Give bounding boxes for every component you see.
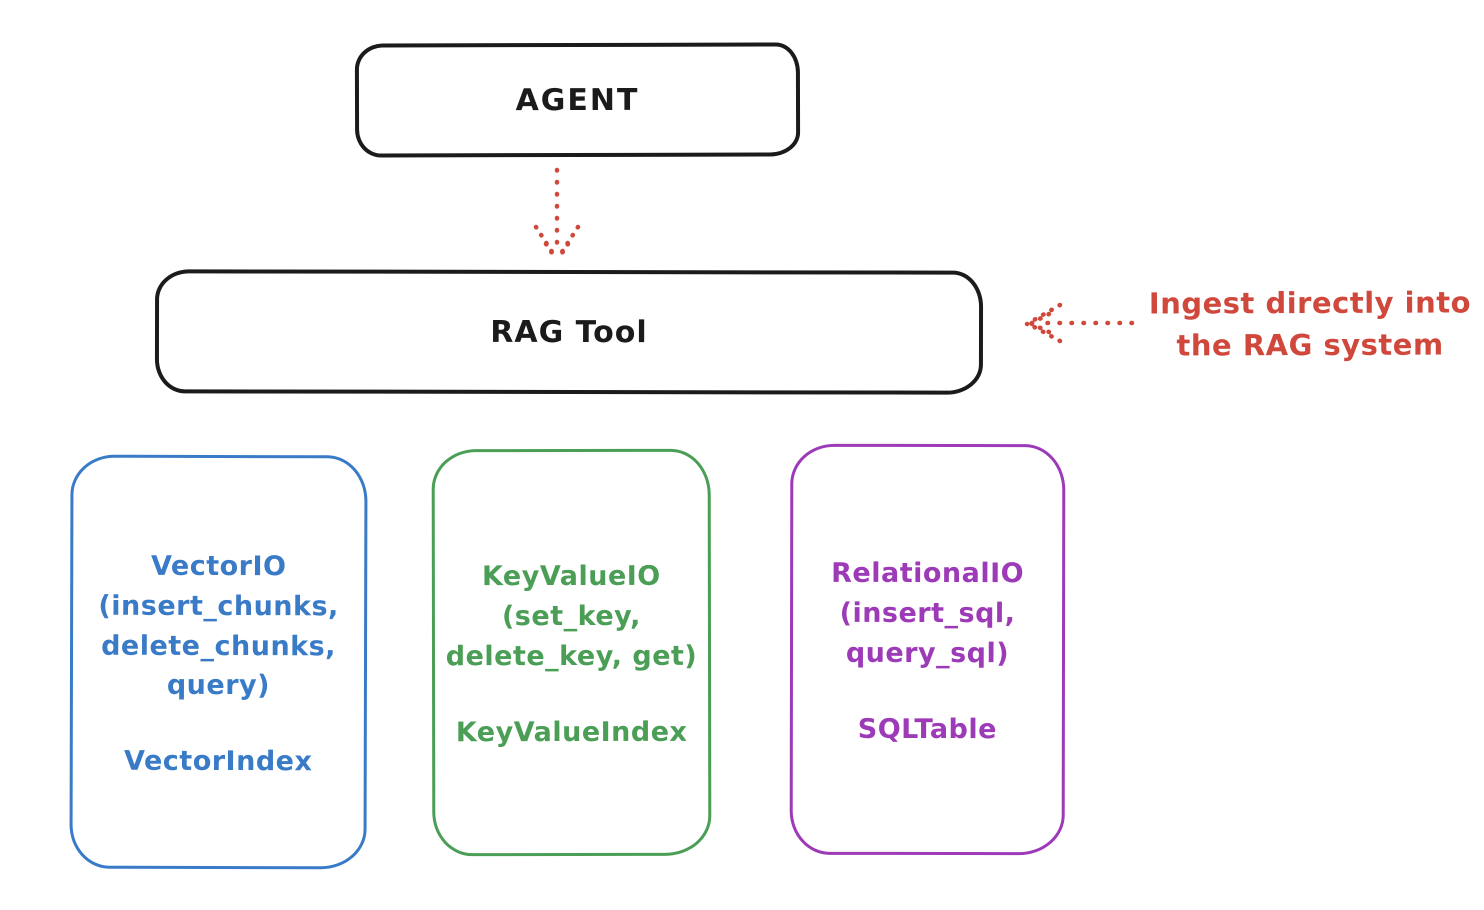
agent-label: AGENT	[515, 82, 640, 118]
agent-node: AGENT	[354, 42, 801, 158]
vector-io-label: VectorIO (insert_chunks, delete_chunks, …	[98, 550, 339, 702]
key-value-io-node: KeyValueIO (set_key, delete_key, get) Ke…	[431, 448, 712, 857]
relational-io-label: RelationalIO (insert_sql, query_sql)	[831, 557, 1025, 670]
ingest-annotation: Ingest directly into the RAG system	[1148, 285, 1472, 363]
vector-index-label: VectorIndex	[124, 746, 313, 778]
rag-tool-label: RAG Tool	[490, 314, 648, 350]
relational-io-node: RelationalIO (insert_sql, query_sql) SQL…	[789, 443, 1066, 856]
vector-io-node: VectorIO (insert_chunks, delete_chunks, …	[69, 454, 368, 870]
key-value-io-label: KeyValueIO (set_key, delete_key, get)	[445, 560, 698, 673]
sql-table-label: SQLTable	[857, 713, 997, 746]
rag-tool-node: RAG Tool	[154, 269, 984, 395]
key-value-index-label: KeyValueIndex	[455, 716, 688, 749]
